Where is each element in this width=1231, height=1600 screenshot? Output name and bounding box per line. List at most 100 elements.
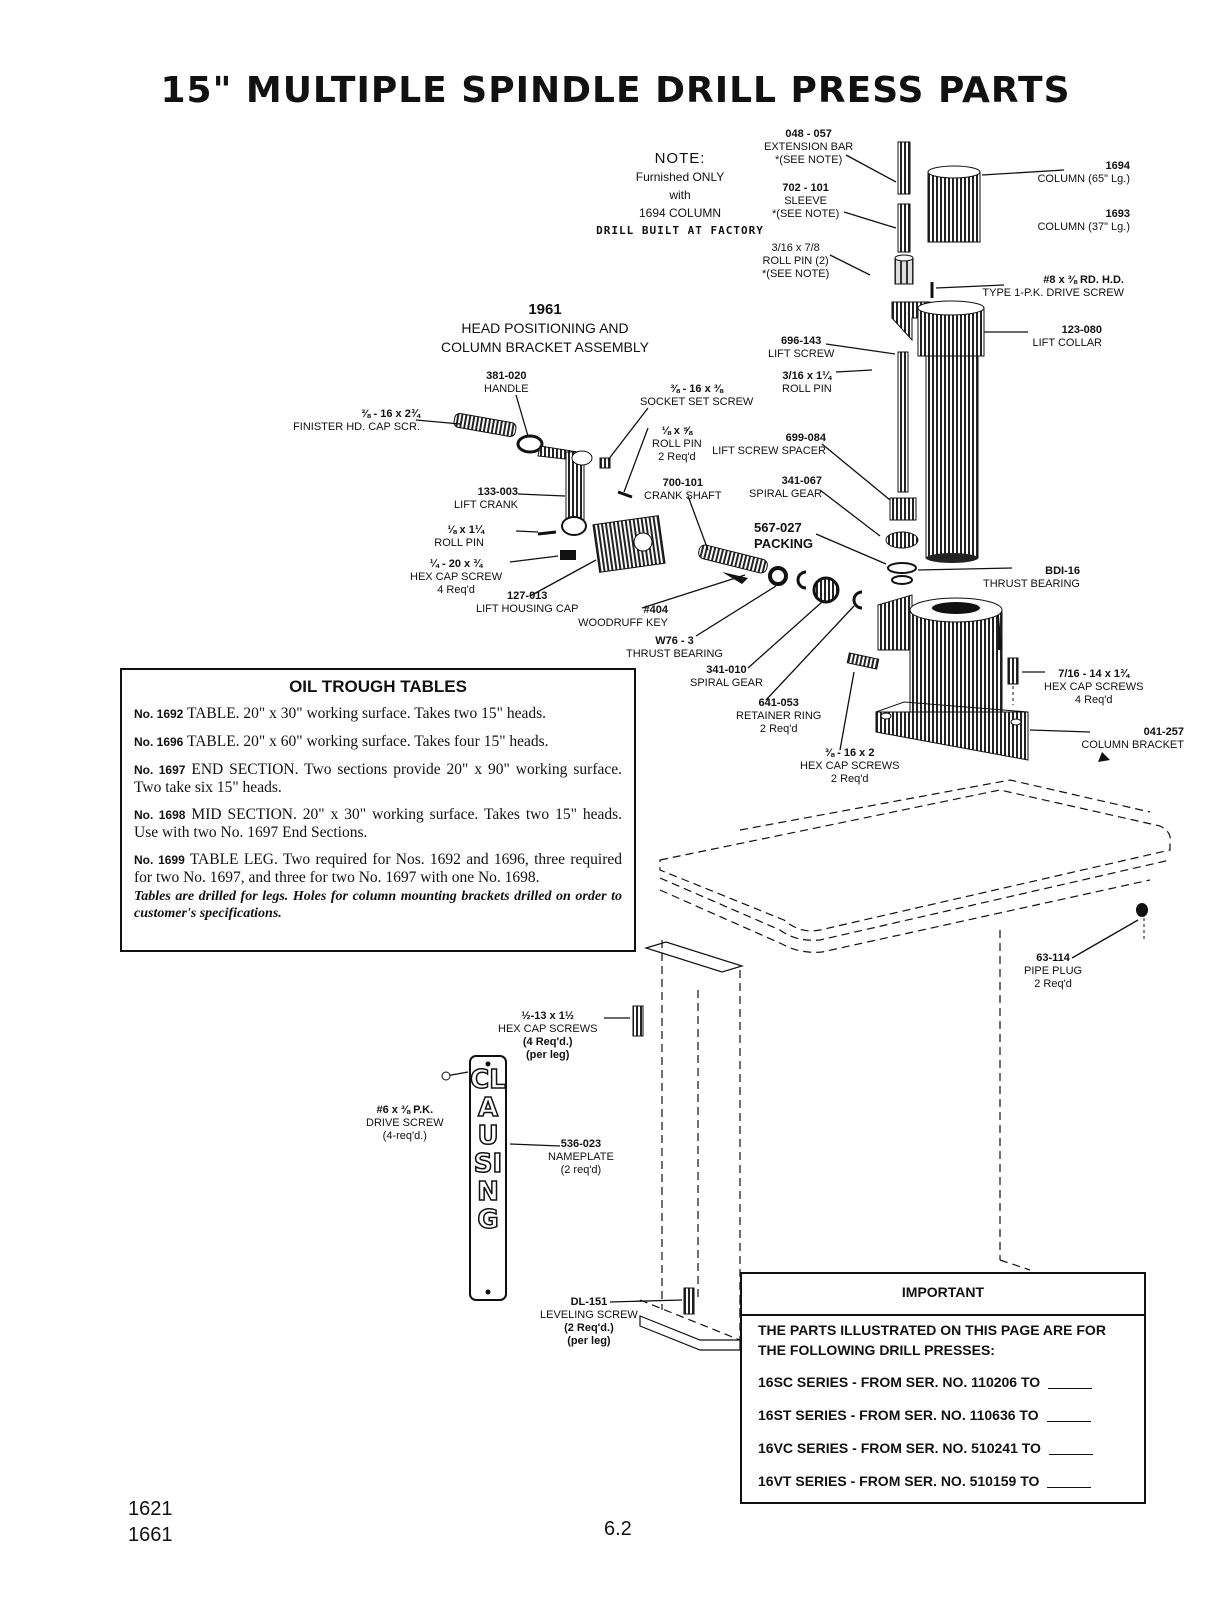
spiral-gear-top-part bbox=[885, 531, 919, 549]
part-desc: (4-req'd.) bbox=[382, 1130, 427, 1142]
label-hex-cap-half: ½-13 x 1½ HEX CAP SCREWS (4 Req'd.) (per… bbox=[498, 1010, 597, 1062]
part-desc: DRIVE SCREW bbox=[366, 1117, 444, 1129]
label-spiral-gear-low: 341-010 SPIRAL GEAR bbox=[690, 664, 763, 690]
part-number: 341-067 bbox=[781, 475, 822, 487]
pk-drive-screw-part bbox=[441, 1071, 469, 1081]
part-number: 641-053 bbox=[758, 697, 799, 709]
part-desc: HEX CAP SCREW bbox=[410, 571, 503, 583]
note-line: with bbox=[669, 188, 691, 202]
leveling-screw-part bbox=[683, 1287, 695, 1315]
assembly-number: 1961 bbox=[528, 301, 562, 318]
part-number: 699-084 bbox=[785, 432, 826, 444]
important-intro: THE PARTS ILLUSTRATED ON THIS PAGE ARE F… bbox=[758, 1322, 1106, 1358]
label-crank-shaft: 700-101 CRANK SHAFT bbox=[644, 477, 722, 503]
item-number: No. 1696 bbox=[134, 735, 184, 749]
part-desc: LIFT SCREW SPACER bbox=[712, 445, 826, 457]
item-number: No. 1697 bbox=[134, 763, 186, 777]
part-desc: LEVELING SCREW bbox=[540, 1309, 638, 1321]
page-number: 6.2 bbox=[604, 1518, 632, 1540]
label-woodruff-key: #404 WOODRUFF KEY bbox=[576, 604, 668, 630]
part-desc: (per leg) bbox=[567, 1335, 611, 1347]
part-number: 3/16 x 1¼ bbox=[782, 370, 832, 382]
part-number: 7/16 - 14 x 1¾ bbox=[1058, 668, 1130, 680]
label-column-bracket: 041-257 COLUMN BRACKET bbox=[1064, 726, 1184, 752]
label-leveling-screw: DL-151 LEVELING SCREW (2 Req'd.) (per le… bbox=[540, 1296, 638, 1348]
label-sleeve: 702 - 101 SLEEVE *(SEE NOTE) bbox=[772, 182, 839, 221]
part-desc: WOODRUFF KEY bbox=[578, 617, 668, 629]
part-desc: HEX CAP SCREWS bbox=[1044, 681, 1144, 693]
part-desc: RETAINER RING bbox=[736, 710, 822, 722]
part-number: ⅜ - 16 x 2¾ bbox=[361, 408, 420, 420]
label-finister-screw: ⅜ - 16 x 2¾ FINISTER HD. CAP SCR. bbox=[282, 408, 420, 434]
label-thrust-w76: W76 - 3 THRUST BEARING bbox=[626, 635, 723, 661]
label-column-1693: 1693 COLUMN (37" Lg.) bbox=[1010, 208, 1130, 234]
part-desc: 4 Req'd bbox=[1074, 694, 1113, 706]
part-desc: SOCKET SET SCREW bbox=[640, 396, 754, 408]
label-pk-drive-screw: #6 x ⅜ P.K. DRIVE SCREW (4-req'd.) bbox=[366, 1104, 444, 1143]
oil-trough-tables-box: OIL TROUGH TABLES No. 1692 TABLE. 20" x … bbox=[120, 668, 636, 952]
part-desc: ROLL PIN bbox=[782, 383, 832, 395]
part-desc: CRANK SHAFT bbox=[644, 490, 722, 502]
label-extension-bar: 048 - 057 EXTENSION BAR *(SEE NOTE) bbox=[764, 128, 853, 167]
part-number: ½-13 x 1½ bbox=[521, 1010, 575, 1022]
lift-screw-part bbox=[897, 351, 909, 493]
part-number: 536-023 bbox=[560, 1138, 602, 1150]
series-text: 16SC SERIES - FROM SER. NO. 110206 TO bbox=[758, 1374, 1041, 1390]
part-desc: COLUMN BRACKET bbox=[1081, 739, 1184, 751]
oil-trough-footer: Tables are drilled for legs. Holes for c… bbox=[134, 889, 622, 921]
oil-trough-item: No. 1699 TABLE LEG. Two required for Nos… bbox=[134, 851, 622, 886]
part-number: 63-114 bbox=[1036, 952, 1070, 964]
item-text: TABLE. 20" x 60" working surface. Takes … bbox=[186, 733, 549, 750]
lift-collar-part bbox=[891, 300, 985, 357]
item-text: TABLE LEG. Two required for Nos. 1692 an… bbox=[134, 851, 623, 886]
footer-code-2: 1661 bbox=[128, 1524, 173, 1546]
item-number: No. 1699 bbox=[134, 853, 185, 867]
label-nameplate: 536-023 NAMEPLATE (2 req'd) bbox=[548, 1138, 614, 1177]
label-handle: 381-020 HANDLE bbox=[484, 370, 529, 396]
oil-trough-item: No. 1692 TABLE. 20" x 30" working surfac… bbox=[134, 705, 622, 723]
part-number: 702 - 101 bbox=[782, 182, 829, 194]
lift-screw-spacer-part bbox=[889, 497, 917, 521]
note-block: NOTE: Furnished ONLY with 1694 COLUMN DR… bbox=[580, 150, 780, 240]
oil-trough-table bbox=[639, 779, 1171, 1341]
label-hex-cap-38: ⅜ - 16 x 2 HEX CAP SCREWS 2 Req'd bbox=[800, 747, 899, 786]
part-desc: (4 Req'd.) bbox=[522, 1036, 573, 1048]
blank-line bbox=[1046, 1411, 1091, 1422]
part-number: ⅛ x 1¼ bbox=[447, 524, 484, 536]
part-desc: FINISTER HD. CAP SCR. bbox=[293, 421, 420, 433]
item-text: MID SECTION. 20" x 30" working surface. … bbox=[134, 806, 623, 841]
item-number: No. 1692 bbox=[134, 707, 184, 721]
important-heading: IMPORTANT bbox=[901, 1284, 985, 1300]
part-number: DL-151 bbox=[570, 1296, 608, 1308]
part-desc: 2 Req'd bbox=[658, 451, 696, 463]
part-desc: THRUST BEARING bbox=[626, 648, 723, 660]
label-hex-cap-716: 7/16 - 14 x 1¾ HEX CAP SCREWS 4 Req'd bbox=[1044, 668, 1143, 707]
label-spiral-gear-top: 341-067 SPIRAL GEAR bbox=[738, 475, 822, 501]
part-desc: 2 Req'd bbox=[830, 773, 869, 785]
item-number: No. 1698 bbox=[134, 808, 186, 822]
hex-cap-screw-38-part bbox=[846, 652, 880, 670]
nameplate-text: CLAUSING bbox=[469, 1065, 506, 1235]
part-desc: HEX CAP SCREWS bbox=[800, 760, 900, 772]
label-column-1694: 1694 COLUMN (65" Lg.) bbox=[1010, 160, 1130, 186]
note-heading: NOTE: bbox=[654, 150, 706, 167]
nameplate-part bbox=[469, 1055, 507, 1301]
part-desc: ROLL PIN bbox=[652, 438, 702, 450]
part-desc: LIFT CRANK bbox=[454, 499, 518, 511]
series-row: 16SC SERIES - FROM SER. NO. 110206 TO bbox=[758, 1366, 1128, 1399]
part-desc: HANDLE bbox=[484, 383, 529, 395]
blank-line bbox=[1047, 1477, 1092, 1488]
page-title: 15" MULTIPLE SPINDLE DRILL PRESS PARTS bbox=[160, 70, 1071, 111]
series-row: 16VT SERIES - FROM SER. NO. 510159 TO bbox=[758, 1465, 1128, 1498]
part-desc: SPIRAL GEAR bbox=[749, 488, 822, 500]
label-roll-pin-mid: 3/16 x 1¼ ROLL PIN bbox=[782, 370, 832, 396]
part-desc: LIFT COLLAR bbox=[1032, 337, 1103, 349]
part-number: 3/16 x 7/8 bbox=[771, 242, 820, 254]
series-row: 16VC SERIES - FROM SER. NO. 510241 TO bbox=[758, 1432, 1128, 1465]
item-text: END SECTION. Two sections provide 20" x … bbox=[134, 761, 622, 796]
footer-code-1: 1621 bbox=[128, 1498, 173, 1520]
part-number: 1694 bbox=[1105, 160, 1130, 172]
label-socket-set-screw: ⅜ - 16 x ⅜ SOCKET SET SCREW bbox=[640, 383, 753, 409]
part-number: 133-003 bbox=[477, 486, 518, 498]
note-line: Furnished ONLY bbox=[635, 170, 725, 184]
